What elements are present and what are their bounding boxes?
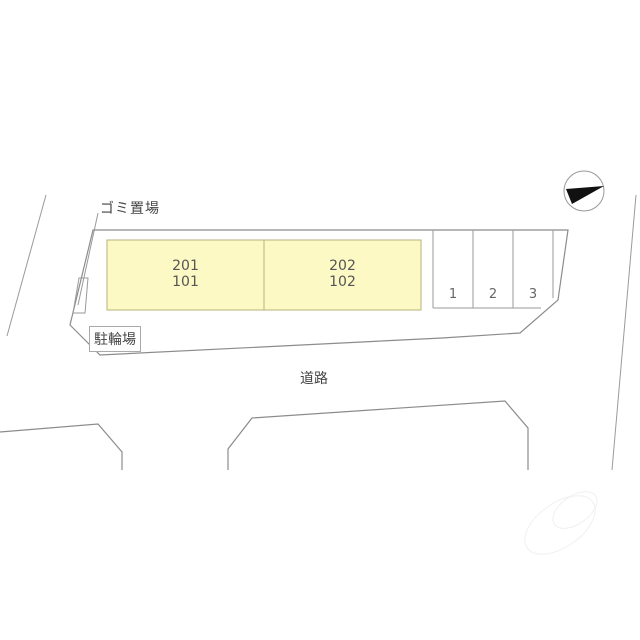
watermark-logo: [524, 491, 598, 555]
lot-outline: [69, 229, 569, 356]
left-boundary-line: [6, 194, 47, 337]
building-unit-b[interactable]: [263, 239, 422, 311]
unit-a-upper-number: 201: [172, 258, 199, 274]
unit-b-upper-number: 202: [329, 258, 356, 274]
parking-space-2-label[interactable]: 2: [488, 287, 498, 302]
garbage-area-label: ゴミ置場: [100, 201, 160, 217]
bicycle-parking-label: 駐輪場: [89, 326, 141, 352]
road-label: 道路: [300, 371, 328, 387]
right-boundary-line: [611, 194, 637, 471]
parking-space-3-label[interactable]: 3: [528, 287, 538, 302]
compass-north-arrow-icon: [563, 170, 605, 212]
road-curb-middle: [227, 400, 529, 470]
parking-area: [432, 230, 554, 309]
garbage-leader-line: [77, 212, 99, 306]
parking-space-1-label[interactable]: 1: [448, 287, 458, 302]
building-unit-a[interactable]: [106, 239, 265, 311]
garbage-area-box: [72, 277, 89, 314]
unit-a-lower-number: 101: [172, 274, 199, 290]
unit-a-labels: 201 101: [107, 258, 264, 290]
unit-b-lower-number: 102: [329, 274, 356, 290]
unit-b-labels: 202 102: [264, 258, 421, 290]
road-curb-left: [0, 423, 123, 470]
